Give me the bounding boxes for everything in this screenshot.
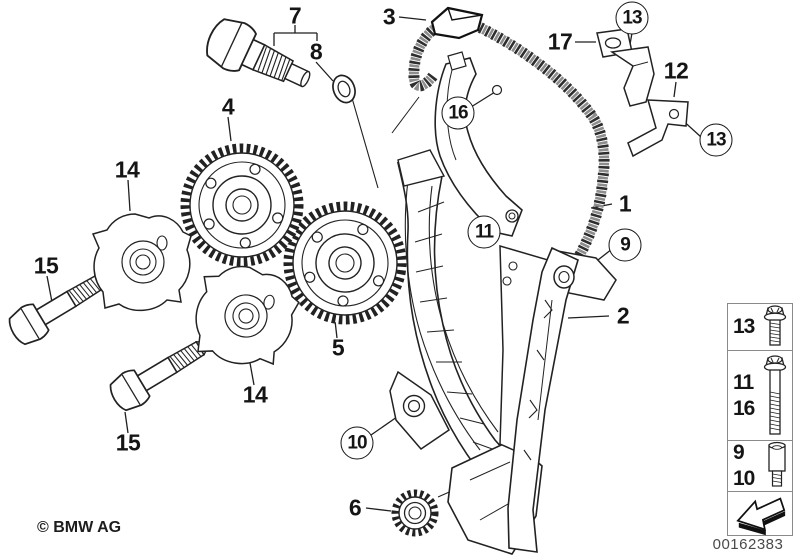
part-2-tensioning-rail[interactable] — [507, 246, 579, 553]
part-callout-13[interactable]: 13 — [615, 1, 649, 35]
part-1-timing-chain[interactable] — [408, 14, 610, 275]
part-callout-11[interactable]: 11 — [467, 215, 501, 249]
part-callout-4[interactable]: 4 — [221, 93, 235, 120]
part-callout-1[interactable]: 1 — [618, 190, 632, 217]
part-callout-6[interactable]: 6 — [348, 494, 362, 521]
part-8-washer[interactable] — [329, 72, 359, 106]
part-callout-3[interactable]: 3 — [382, 3, 396, 30]
part-4-vanos-adjuster[interactable] — [182, 145, 302, 265]
part-callout-17[interactable]: 17 — [547, 28, 573, 55]
part-callout-8[interactable]: 8 — [309, 38, 323, 65]
legend-numbers: 13 — [733, 314, 755, 338]
part-callout-15[interactable]: 15 — [115, 429, 141, 456]
part-callout-9[interactable]: 9 — [608, 228, 642, 262]
legend-row-direction-arrow[interactable] — [727, 491, 793, 537]
legend-number: 11 — [733, 370, 754, 394]
direction-arrow-icon — [736, 497, 786, 535]
legend-row-13[interactable]: 13 — [727, 302, 793, 351]
legend-number: 13 — [733, 314, 755, 338]
part-callout-13[interactable]: 13 — [699, 123, 733, 157]
part-callout-14[interactable]: 14 — [242, 381, 268, 408]
part-callout-12[interactable]: 12 — [663, 57, 689, 84]
part-15-bolt-b[interactable] — [104, 328, 216, 417]
part-callout-10[interactable]: 10 — [340, 426, 374, 460]
part-callout-15[interactable]: 15 — [33, 252, 59, 279]
part-callout-7[interactable]: 7 — [288, 2, 302, 29]
part-callout-2[interactable]: 2 — [616, 302, 630, 329]
part-callout-16[interactable]: 16 — [441, 96, 475, 130]
part-callout-14[interactable]: 14 — [114, 156, 140, 183]
copyright-text: © BMW AG — [37, 519, 122, 536]
flange-bolt-long-icon — [763, 355, 787, 435]
flange-bolt-short-icon — [763, 305, 787, 346]
part-17-bracket[interactable] — [596, 28, 655, 107]
legend-number: 16 — [733, 396, 755, 420]
part-7-bolt[interactable] — [200, 12, 319, 103]
image-number: 00162383 — [712, 536, 784, 553]
part-6-crank-sprocket[interactable] — [391, 489, 439, 537]
part-12-bracket[interactable] — [627, 99, 689, 158]
chain-guide-bracket[interactable] — [434, 51, 523, 237]
part-14-sensor-wheel-a[interactable] — [92, 213, 192, 312]
legend-number: 9 — [733, 441, 745, 465]
legend-number: 10 — [733, 467, 755, 491]
part-3-chain-end-piece[interactable] — [430, 6, 484, 40]
cylinder-stud-icon — [768, 442, 786, 488]
part-callout-5[interactable]: 5 — [331, 334, 345, 361]
